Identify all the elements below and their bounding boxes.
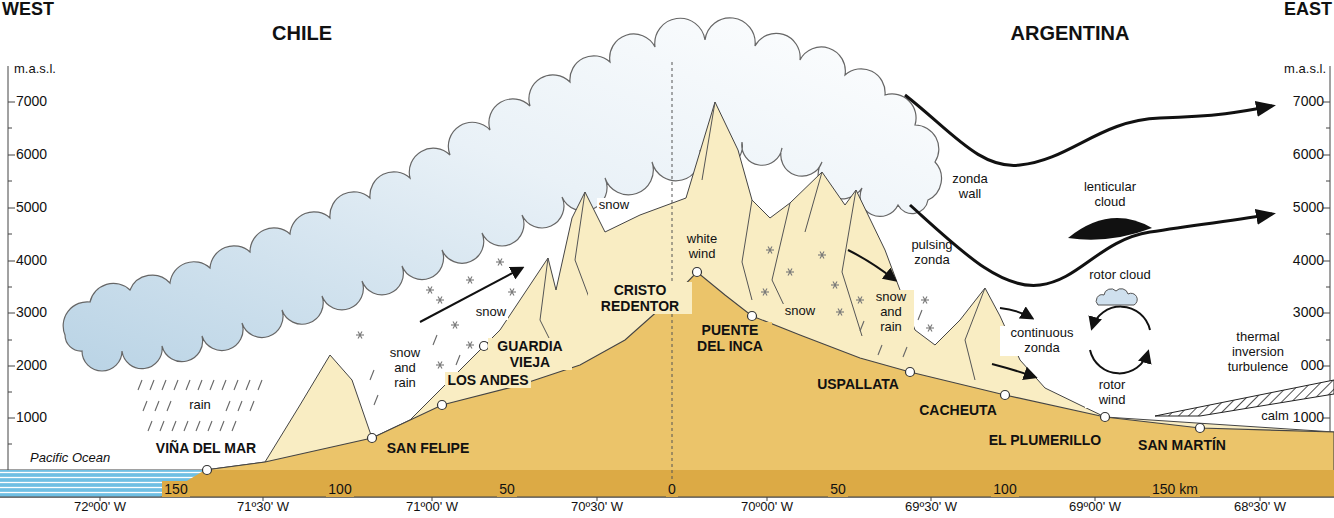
wind-label: zonda wall [940, 172, 1000, 202]
country-label: ARGENTINA [1011, 22, 1130, 45]
weather-label: snow and rain [382, 346, 428, 391]
weather-label: calm [1259, 409, 1290, 424]
pacific-ocean [0, 470, 205, 497]
wind-label: continuous zonda [1000, 326, 1084, 356]
place-name: CRISTO REDENTOR [588, 282, 692, 314]
border-line [672, 62, 673, 480]
distance-value: 0 [666, 481, 678, 497]
place-name: USPALLATA [815, 376, 901, 392]
axis-value: 4000 [1293, 252, 1324, 268]
distance-value: 50 [828, 481, 848, 497]
wind-label: pulsing zonda [902, 238, 962, 268]
foreground-terrain [0, 272, 1334, 497]
axis-value: 6000 [16, 146, 47, 162]
weather-label: rain [187, 398, 213, 413]
axis-unit: m.a.s.l. [14, 62, 56, 77]
cloud-label: lenticular cloud [1070, 180, 1150, 210]
longitude-value: 71º30' W [237, 500, 289, 515]
axis-value: 1000 [1293, 409, 1324, 425]
wind-label: rotor wind [1085, 378, 1139, 408]
longitude-value: 70º30' W [571, 500, 623, 515]
longitude-value: 68º30' W [1234, 500, 1286, 515]
place-name: PUENTE DEL INCA [688, 322, 772, 354]
direction-label: EAST [1284, 0, 1332, 20]
axis-value: 2000 [16, 357, 47, 373]
longitude-value: 71º00' W [406, 500, 458, 515]
axis-unit: m.a.s.l. [1284, 62, 1326, 77]
longitude-value: 69º30' W [905, 500, 957, 515]
axis-value: 3000 [1293, 304, 1324, 320]
distance-value: 150 km [1150, 481, 1200, 497]
base-ground [0, 470, 1334, 497]
distance-value: 100 [326, 481, 353, 497]
station-dots [203, 268, 1205, 475]
cloud-label: rotor cloud [1089, 268, 1150, 283]
axis-value: 5000 [16, 199, 47, 215]
distance-value: 50 [497, 481, 517, 497]
axis-value: 5000 [1293, 199, 1324, 215]
place-name: CACHEUTA [917, 402, 999, 418]
mountain-ridges [540, 102, 985, 380]
axis-value: 7000 [16, 93, 47, 109]
axis-value: 4000 [16, 252, 47, 268]
axis-value: 3000 [16, 304, 47, 320]
lenticular-cloud-shape [1068, 218, 1152, 240]
precipitation-symbols [138, 247, 934, 432]
longitude-value: 69º00' W [1069, 500, 1121, 515]
wind-label: white wind [675, 232, 729, 262]
longitude-value: 70º00' W [741, 500, 793, 515]
direction-label: WEST [2, 0, 54, 20]
place-name: SAN MARTÍN [1136, 437, 1228, 453]
weather-label: snow [474, 305, 508, 320]
place-name: VIÑA DEL MAR [154, 440, 258, 456]
place-name: GUARDIA VIEJA [488, 338, 572, 370]
place-name: EL PLUMERILLO [987, 432, 1104, 448]
place-name: LOS ANDES [445, 372, 530, 388]
weather-label: thermal inversion turbulence [1216, 330, 1300, 375]
wind-arrows [420, 95, 1272, 377]
ocean-label: Pacific Ocean [30, 451, 110, 466]
axis-value: 6000 [1293, 146, 1324, 162]
weather-label: snow [783, 304, 817, 319]
country-label: CHILE [272, 22, 332, 45]
rotor-cloud-shape [1096, 289, 1137, 305]
axis-value: 1000 [16, 409, 47, 425]
weather-label: snow and rain [868, 290, 914, 335]
axis-value: 7000 [1293, 93, 1324, 109]
place-name: SAN FELIPE [385, 440, 471, 456]
weather-label: snow [597, 198, 631, 213]
distance-value: 100 [991, 481, 1018, 497]
longitude-value: 72º00' W [74, 500, 126, 515]
distance-value: 150 [162, 481, 189, 497]
